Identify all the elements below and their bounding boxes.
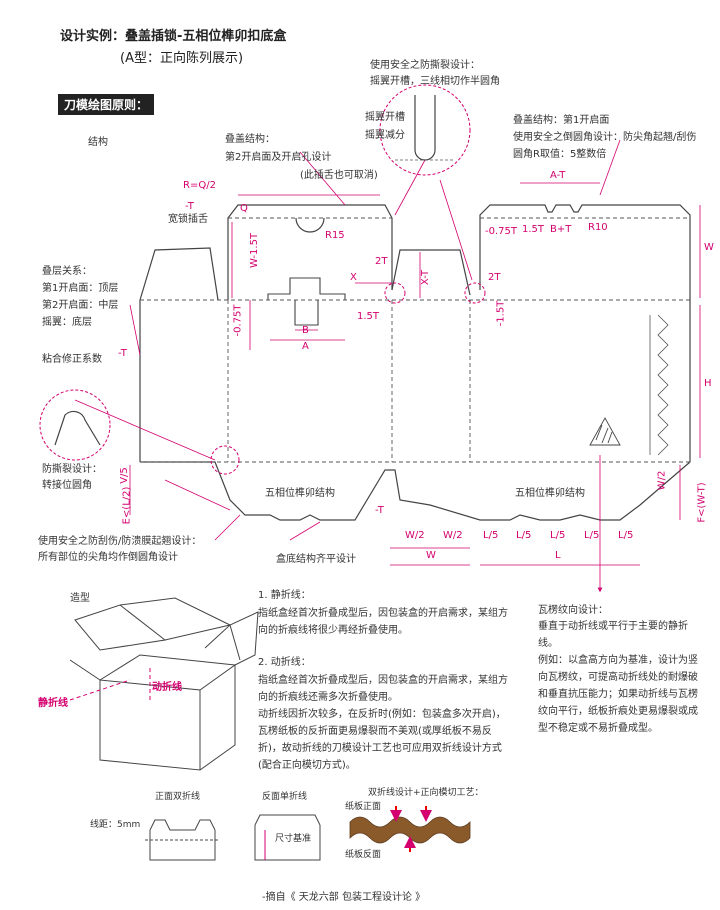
zoom-circles xyxy=(39,84,486,475)
layers-note-2: 第1开启面：顶层 xyxy=(42,283,119,294)
corrugation-title: 瓦楞纹向设计： xyxy=(538,605,608,616)
dim-w2-b: W/2 xyxy=(443,530,463,541)
text1-head: 1. 静折线： xyxy=(258,590,311,601)
reverse-line-label: 反面单折线 xyxy=(262,792,308,802)
dim-fwt: F<(W-T) xyxy=(696,482,708,523)
page-title: 设计实例：叠盖插锁-五相位榫卯扣底盒 xyxy=(60,29,287,44)
wing-note-1: 摇翼开槽 xyxy=(365,112,405,123)
dimension-lines xyxy=(129,182,701,566)
dim-l-bottom: L xyxy=(555,550,561,561)
dim-15t-b: 1.5T xyxy=(522,224,545,235)
dim-mt: -T xyxy=(185,201,194,212)
structure-label: 结构 xyxy=(88,137,108,148)
overlap-left-paren: (此插舌也可取消) xyxy=(300,170,378,181)
zoom-corner-detail xyxy=(54,410,101,446)
corrugation-mark xyxy=(589,417,621,446)
corrugated-board-detail xyxy=(349,806,471,852)
shape-label: 造型 xyxy=(70,593,90,604)
dim-r10: R10 xyxy=(588,222,608,233)
dim-w-bottom: W xyxy=(426,550,436,561)
dim-xt: X-T xyxy=(420,269,432,286)
dim-2t-right: 2T xyxy=(488,272,501,283)
layers-note-1: 叠层关系： xyxy=(42,266,92,277)
dim-m075-left: -0.75T xyxy=(232,304,244,337)
dim-a: A xyxy=(302,341,309,352)
dynamic-line-label: 动折线 xyxy=(152,682,182,693)
wing-note-2: 摇翼减分 xyxy=(365,130,405,141)
glue-note: 粘合修正系数 xyxy=(42,354,102,365)
fold-lines xyxy=(140,217,690,463)
dim-m075-right: -0.75T xyxy=(485,226,517,237)
dim-glue-t: -T xyxy=(118,348,127,359)
dieline-outline xyxy=(139,204,691,521)
panel-label-2: 五相位榫卯结构 xyxy=(515,488,585,499)
fold-detail-1 xyxy=(145,819,220,861)
board-back-label: 纸板反面 xyxy=(345,850,382,860)
overlap-left-note-2: 第2开启面及开启孔设计 xyxy=(225,152,332,163)
dim-w2-right: W/2 xyxy=(656,470,668,491)
dim-b: B xyxy=(302,325,309,336)
combo-label: 双折线设计+正向模切工艺： xyxy=(368,788,484,798)
dim-l5-d: L/5 xyxy=(584,530,600,541)
dim-q: Q xyxy=(240,203,248,214)
text2-head: 2. 动折线： xyxy=(258,657,311,668)
dim-2t-left: 2T xyxy=(375,256,388,267)
dim-h: H xyxy=(704,378,712,389)
dim-l5-b: L/5 xyxy=(516,530,532,541)
glue-zigzag xyxy=(649,314,669,456)
dim-x: X xyxy=(350,272,357,283)
dim-mt-bottom: -T xyxy=(375,505,384,516)
dim-el2: E<(L/2) xyxy=(121,486,133,525)
layers-note-3: 第2开启面：中层 xyxy=(42,300,119,311)
line-distance-label: 线距：5mm xyxy=(90,820,141,830)
safety-note-1: 使用安全之防刮伤/防溃膜起翘设计： xyxy=(38,536,202,547)
tear-side-note-2: 转接位圆角 xyxy=(42,480,92,491)
text1-body: 指纸盒经首次折叠成型后，因包装盒的开启需求，某组方向的折痕线将很少再经折叠使用。 xyxy=(258,608,508,636)
dim-v5: V/5 xyxy=(118,467,130,484)
board-front-label: 纸板正面 xyxy=(345,802,382,812)
dim-w: W xyxy=(704,242,714,253)
dim-l5-c: L/5 xyxy=(550,530,566,541)
dim-w2-a: W/2 xyxy=(405,530,425,541)
dim-at: A-T xyxy=(550,170,566,181)
dim-m15-right: -1.5T xyxy=(495,300,507,327)
text2-body2: 动折线因折次较多，在反折时(例如：包装盒多次开启)，瓦楞纸板的反折面更易爆裂而不… xyxy=(258,709,506,771)
size-ref-label: 尺寸基准 xyxy=(275,834,312,844)
bottom-align-note: 盒底结构齐平设计 xyxy=(276,554,356,565)
dim-l5-a: L/5 xyxy=(483,530,499,541)
overlap-right-note-3: 圆角R取值：5整数倍 xyxy=(513,149,607,160)
tear-top-note-2: 摇翼开槽，三线相切作半圆角 xyxy=(370,76,500,87)
layers-note-4: 摇翼：底层 xyxy=(42,317,92,328)
dim-l5-e: L/5 xyxy=(618,530,634,541)
page-subtitle: (A型：正向陈列展示) xyxy=(120,51,244,66)
box-sketch xyxy=(69,597,259,771)
safety-note-2: 所有部位的尖角均作倒圆角设计 xyxy=(38,552,178,563)
overlap-right-note-1: 叠盖结构：第1开启面 xyxy=(513,115,610,126)
overlap-right-note-2: 使用安全之倒圆角设计：防尖角起翘/刮伤 xyxy=(513,132,697,143)
tear-top-note-1: 使用安全之防撕裂设计： xyxy=(370,60,480,71)
dim-w15t: W-1.5T xyxy=(249,232,261,269)
panel-label-1: 五相位榫卯结构 xyxy=(265,488,335,499)
corrugation-body-1: 垂直于动折线或平行于主要的静折线。 xyxy=(538,621,688,649)
zoom-notch-detail xyxy=(414,95,436,161)
text2-body1: 指纸盒经首次折叠成型后，因包装盒的开启需求，某组方向的折痕线还需多次折叠使用。 xyxy=(258,675,508,703)
dim-rq: R=Q/2 xyxy=(183,180,216,191)
lock-tab-label: 宽锁插舌 xyxy=(168,214,208,225)
static-line-label: 静折线 xyxy=(38,698,68,709)
dim-r15: R15 xyxy=(325,230,345,241)
double-line-label: 正面双折线 xyxy=(155,792,201,802)
lock-tab xyxy=(267,277,346,326)
fold-detail-2 xyxy=(254,814,321,861)
overlap-left-note-1: 叠盖结构： xyxy=(225,134,275,145)
footer-credit: -摘自《 天龙六部 包装工程设计论 》 xyxy=(262,892,426,903)
tear-side-note-1: 防撕裂设计： xyxy=(42,464,102,475)
dim-bt: B+T xyxy=(550,224,572,235)
dim-15t-a: 1.5T xyxy=(357,311,380,322)
section-header: 刀模绘图原则： xyxy=(58,94,155,115)
corrugation-body-2: 例如：以盒高方向为基准，设计为竖向瓦楞纹，可提高动折线处的耐爆破和垂直抗压能力；… xyxy=(538,655,698,734)
leader-lines xyxy=(74,139,621,593)
